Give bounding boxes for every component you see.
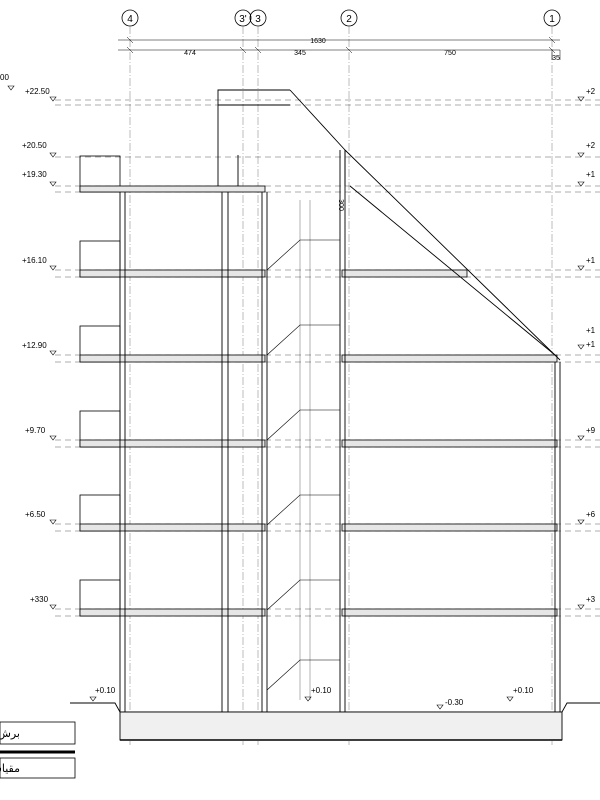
ground-level-stair: +0.10 xyxy=(311,686,332,695)
level-left-330: +330 xyxy=(30,595,49,604)
level-left-22-50: +22.50 xyxy=(25,87,50,96)
grid-axis-1: 1 xyxy=(549,14,555,25)
level-top-left-fragment: 00 xyxy=(0,73,9,82)
ground-level-lowered: -0.30 xyxy=(445,698,464,707)
level-right-5: +1 xyxy=(586,326,596,335)
dimension-segment-2: 345 xyxy=(294,50,306,57)
grid-axis-2: 2 xyxy=(346,14,352,25)
staircase xyxy=(266,200,340,700)
level-left-20-50: +20.50 xyxy=(22,141,47,150)
level-left-0-10: +0.10 xyxy=(95,686,116,695)
level-left-9-70: +9.70 xyxy=(25,426,46,435)
level-left-19-30: +19.30 xyxy=(22,170,47,179)
grid-lines xyxy=(129,26,553,745)
level-left-6-50: +6.50 xyxy=(25,510,46,519)
dimension-lines xyxy=(118,36,561,60)
level-right-6: +1 xyxy=(586,340,596,349)
balconies xyxy=(79,155,121,617)
level-right-2: +2 xyxy=(586,141,596,150)
scale-label: مقیاس xyxy=(0,762,20,775)
dimension-right-offset: 35 xyxy=(552,55,560,62)
title-block xyxy=(0,721,76,779)
dimension-total: 1630 xyxy=(310,38,326,45)
ground-level-markers xyxy=(304,696,514,710)
dimension-stair-head: 300 xyxy=(337,199,344,211)
dimension-segment-3: 750 xyxy=(444,50,456,57)
level-right-8: +6 xyxy=(586,510,596,519)
section-title: برش xyxy=(0,727,20,740)
ground xyxy=(70,702,600,741)
level-right-1: +2 xyxy=(586,87,596,96)
level-markers-left xyxy=(7,85,97,702)
grid-axis-bubbles xyxy=(121,9,561,27)
level-left-16-10: +16.10 xyxy=(22,256,47,265)
level-right-7: +9 xyxy=(586,426,596,435)
ground-level-right: +0.10 xyxy=(513,686,534,695)
level-right-4: +1 xyxy=(586,256,596,265)
level-right-9: +3 xyxy=(586,595,596,604)
floor-slabs xyxy=(79,185,558,617)
level-markers-right xyxy=(577,96,585,610)
level-right-3: +1 xyxy=(586,170,596,179)
grid-axis-3: 3 xyxy=(255,14,261,25)
grid-axis-4: 4 xyxy=(127,14,133,25)
grid-axis-3-prime: 3' xyxy=(239,14,247,25)
structure-walls xyxy=(119,89,561,712)
level-left-12-90: +12.90 xyxy=(22,341,47,350)
dimension-segment-1: 474 xyxy=(184,50,196,57)
